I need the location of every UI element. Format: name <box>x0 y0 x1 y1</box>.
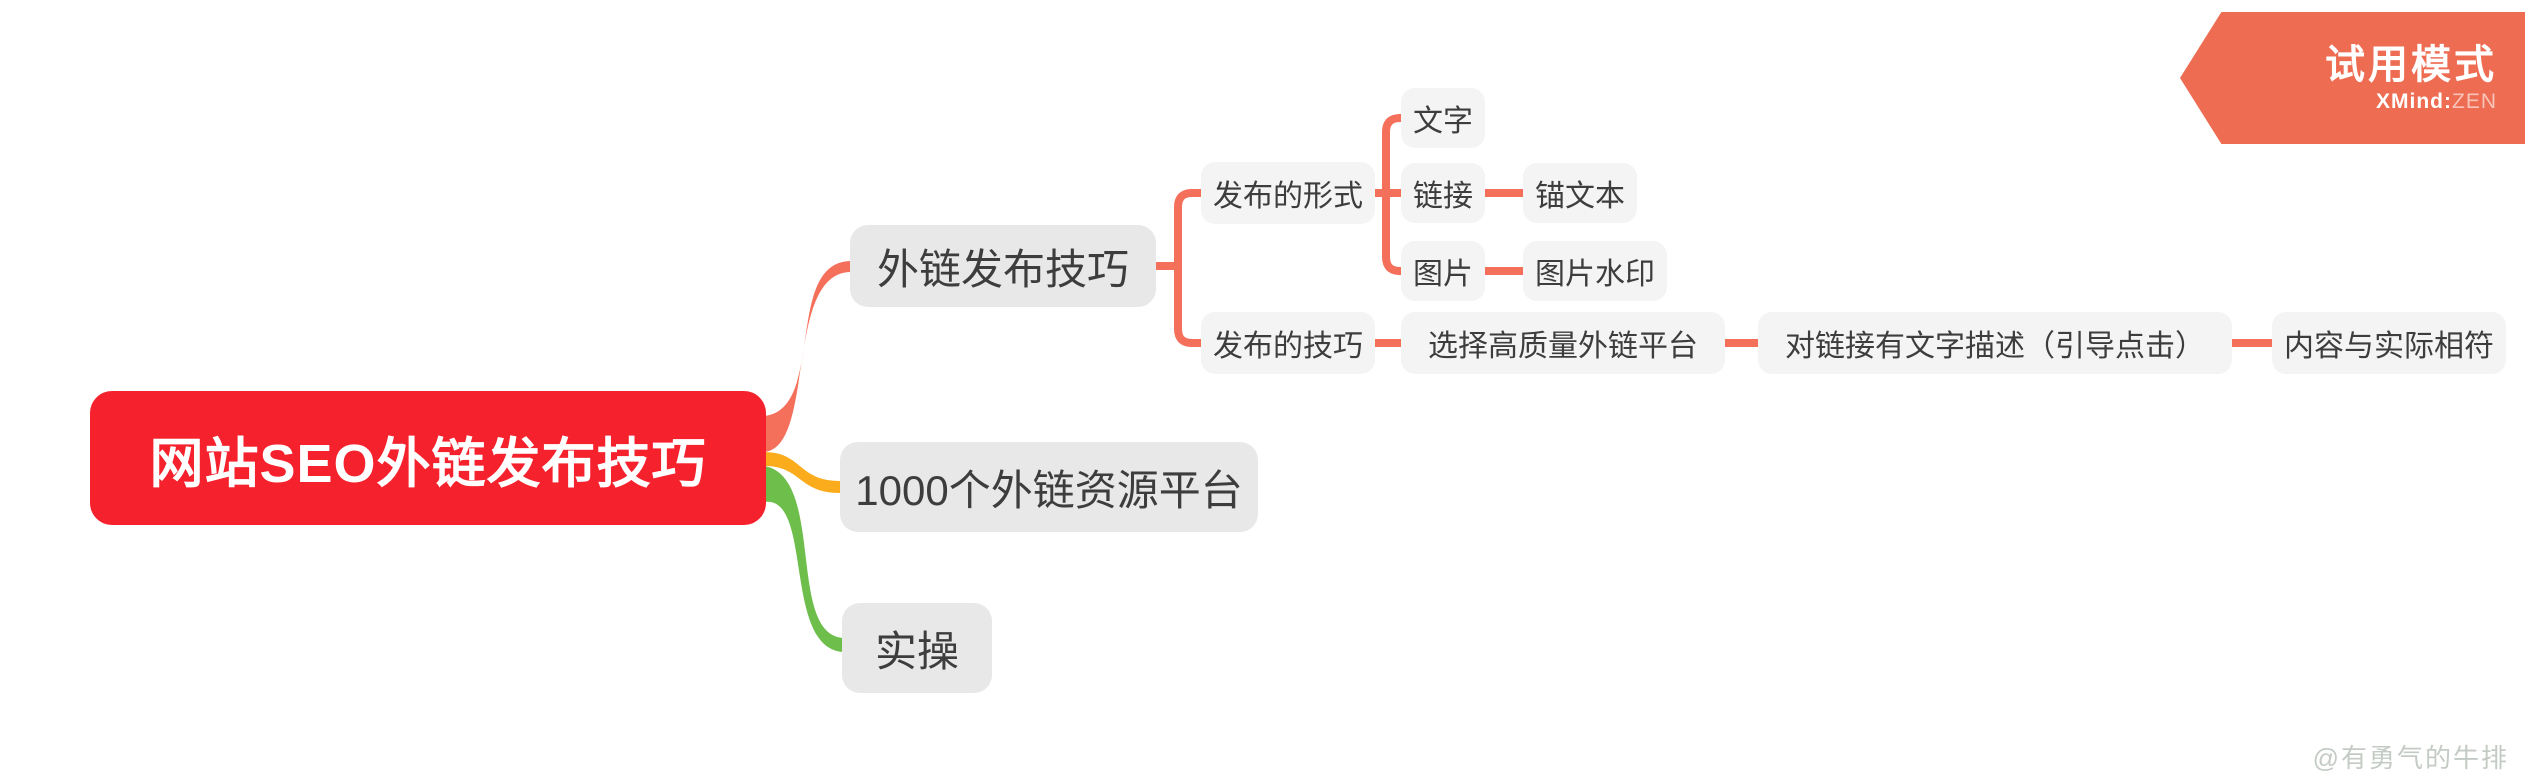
sub-topic-label: 发布的形式 <box>1213 180 1363 213</box>
main-topic-label: 外链发布技巧 <box>876 245 1129 293</box>
main-topic-1000-platforms[interactable]: 1000个外链资源平台 <box>840 442 1258 532</box>
sub-topic-text-description-guide-click[interactable]: 对链接有文字描述（引导点击） <box>1758 312 2232 374</box>
sub-topic-label: 文字 <box>1413 105 1473 138</box>
sub-topic-content-match[interactable]: 内容与实际相符 <box>2272 312 2506 374</box>
sub-topic-link[interactable]: 链接 <box>1401 163 1485 223</box>
sub-topic-label: 图片 <box>1413 258 1473 291</box>
sub-topic-publish-forms[interactable]: 发布的形式 <box>1201 162 1375 224</box>
main-topic-label: 实操 <box>874 627 959 675</box>
sub-topic-label: 链接 <box>1413 180 1473 213</box>
sub-topic-anchor-text[interactable]: 锚文本 <box>1523 163 1637 223</box>
root-branch-green <box>764 466 844 652</box>
root-branch-orange <box>764 452 840 493</box>
xmind-zen-logo: XMind:ZEN <box>2376 90 2497 114</box>
sub-topic-label: 内容与实际相符 <box>2284 330 2494 363</box>
connector-b1-to-s1 <box>1174 189 1205 270</box>
main-topic-link-publishing-skills[interactable]: 外链发布技巧 <box>850 225 1156 307</box>
brand-xmind: XMind <box>2376 90 2444 113</box>
sub-topic-label: 发布的技巧 <box>1213 330 1363 363</box>
brand-separator: : <box>2444 90 2452 113</box>
root-topic-label: 网站SEO外链发布技巧 <box>149 433 707 494</box>
connector-s1-to-c1 <box>1382 114 1405 197</box>
sub-topic-image-watermark[interactable]: 图片水印 <box>1523 241 1667 301</box>
brand-zen: ZEN <box>2452 90 2497 113</box>
main-topic-practice[interactable]: 实操 <box>842 603 992 693</box>
connector-s1-to-c3 <box>1382 189 1405 275</box>
root-branch-coral <box>764 261 850 452</box>
sub-topic-label: 锚文本 <box>1535 180 1625 213</box>
sub-topic-label: 图片水印 <box>1535 258 1655 291</box>
sub-topic-label: 选择高质量外链平台 <box>1428 330 1698 363</box>
root-topic[interactable]: 网站SEO外链发布技巧 <box>90 391 766 525</box>
sub-topic-image[interactable]: 图片 <box>1401 241 1485 301</box>
sub-topic-label: 对链接有文字描述（引导点击） <box>1785 330 2205 363</box>
trial-mode-badge[interactable]: 试用模式 XMind:ZEN <box>2180 12 2525 144</box>
main-topic-label: 1000个外链资源平台 <box>855 466 1243 514</box>
author-watermark: @有勇气的牛排 <box>2312 743 2509 773</box>
sub-topic-publish-skills[interactable]: 发布的技巧 <box>1201 312 1375 374</box>
sub-topic-choose-quality-platform[interactable]: 选择高质量外链平台 <box>1401 312 1725 374</box>
trial-mode-title: 试用模式 <box>2325 43 2497 87</box>
sub-topic-text[interactable]: 文字 <box>1401 88 1485 148</box>
connector-b1-to-s2 <box>1174 262 1205 347</box>
